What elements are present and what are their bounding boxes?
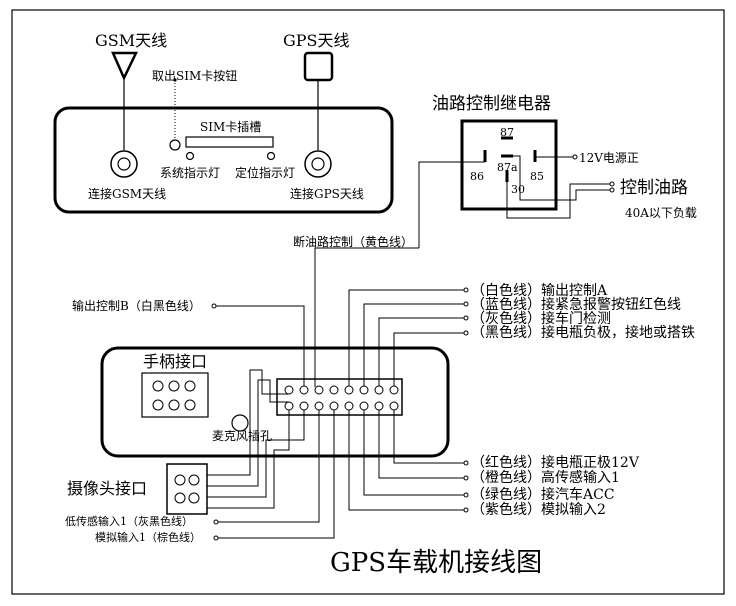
mic-jack-label: 麦克风插孔: [212, 429, 273, 443]
sim-eject-label: 取出SIM卡按钮: [152, 69, 238, 83]
diagram-title: GPS车载机接线图: [330, 548, 543, 578]
mic-jack: [231, 414, 249, 432]
load-label: 40A以下负载: [625, 206, 697, 220]
handle-port-label: 手柄接口: [143, 352, 208, 371]
wire-label-black: （黑色线）接电瓶负极，接地或搭铁: [471, 325, 695, 341]
gsm-antenna-icon: [111, 51, 138, 81]
wire-label-green: （绿色线）接汽车ACC: [471, 487, 615, 503]
relay-pin-87: 87: [500, 126, 514, 139]
relay-box: [460, 119, 558, 211]
gps-antenna-label: GPS天线: [283, 31, 350, 50]
output-b-label: 输出控制B（白黑色线）: [72, 299, 201, 313]
wire-label-blue: （蓝色线）接紧急报警按钮红色线: [471, 297, 681, 313]
wire-label-white: （白色线）输出控制A: [471, 283, 608, 299]
camera-port: [166, 463, 208, 515]
relay-pin-86: 86: [470, 170, 484, 183]
gps-unit-body: [53, 106, 394, 214]
gps-connect-label: 连接GPS天线: [290, 187, 364, 201]
position-led: [266, 151, 276, 161]
relay-pin-30: 30: [511, 183, 525, 196]
wire-label-gray: （灰色线）接车门检测: [471, 311, 611, 327]
relay-title: 油路控制继电器: [432, 94, 551, 114]
wire-label-red: （红色线）接电瓶正极12V: [471, 455, 639, 471]
camera-port-label: 摄像头接口: [67, 479, 148, 498]
analog-input1-label: 模拟输入1（棕色线）: [95, 531, 201, 544]
pin-holes: [284, 385, 399, 411]
pin-connector: [276, 378, 403, 416]
handle-port: [141, 372, 209, 418]
outer-frame: [11, 9, 725, 595]
low-sensor-input-label: 低传感输入1（灰黑色线）: [65, 515, 193, 528]
position-led-label: 定位指示灯: [235, 166, 296, 180]
sim-eject-button: [169, 139, 181, 151]
wire-label-purple: （紫色线）模拟输入2: [471, 502, 606, 518]
gsm-antenna-label: GSM天线: [95, 31, 168, 50]
gsm-connector: [110, 150, 138, 178]
system-led: [185, 151, 195, 161]
power-label: 12V电源正: [579, 151, 639, 165]
relay-pin-85: 85: [530, 170, 544, 183]
wire-label-orange: （橙色线）高传感输入1: [471, 470, 620, 486]
gsm-connect-label: 连接GSM天线: [88, 187, 167, 201]
sim-slot: [185, 136, 274, 148]
sim-slot-label: SIM卡插槽: [200, 120, 262, 134]
main-controller: [100, 346, 450, 458]
relay-pin-87a: 87a: [497, 161, 518, 174]
gps-connector: [304, 150, 332, 178]
system-led-label: 系统指示灯: [160, 166, 221, 180]
oil-control-label: 控制油路: [620, 178, 688, 198]
oil-cut-label: 断油路控制（黄色线）: [293, 235, 414, 249]
gps-antenna-icon: [303, 51, 334, 82]
